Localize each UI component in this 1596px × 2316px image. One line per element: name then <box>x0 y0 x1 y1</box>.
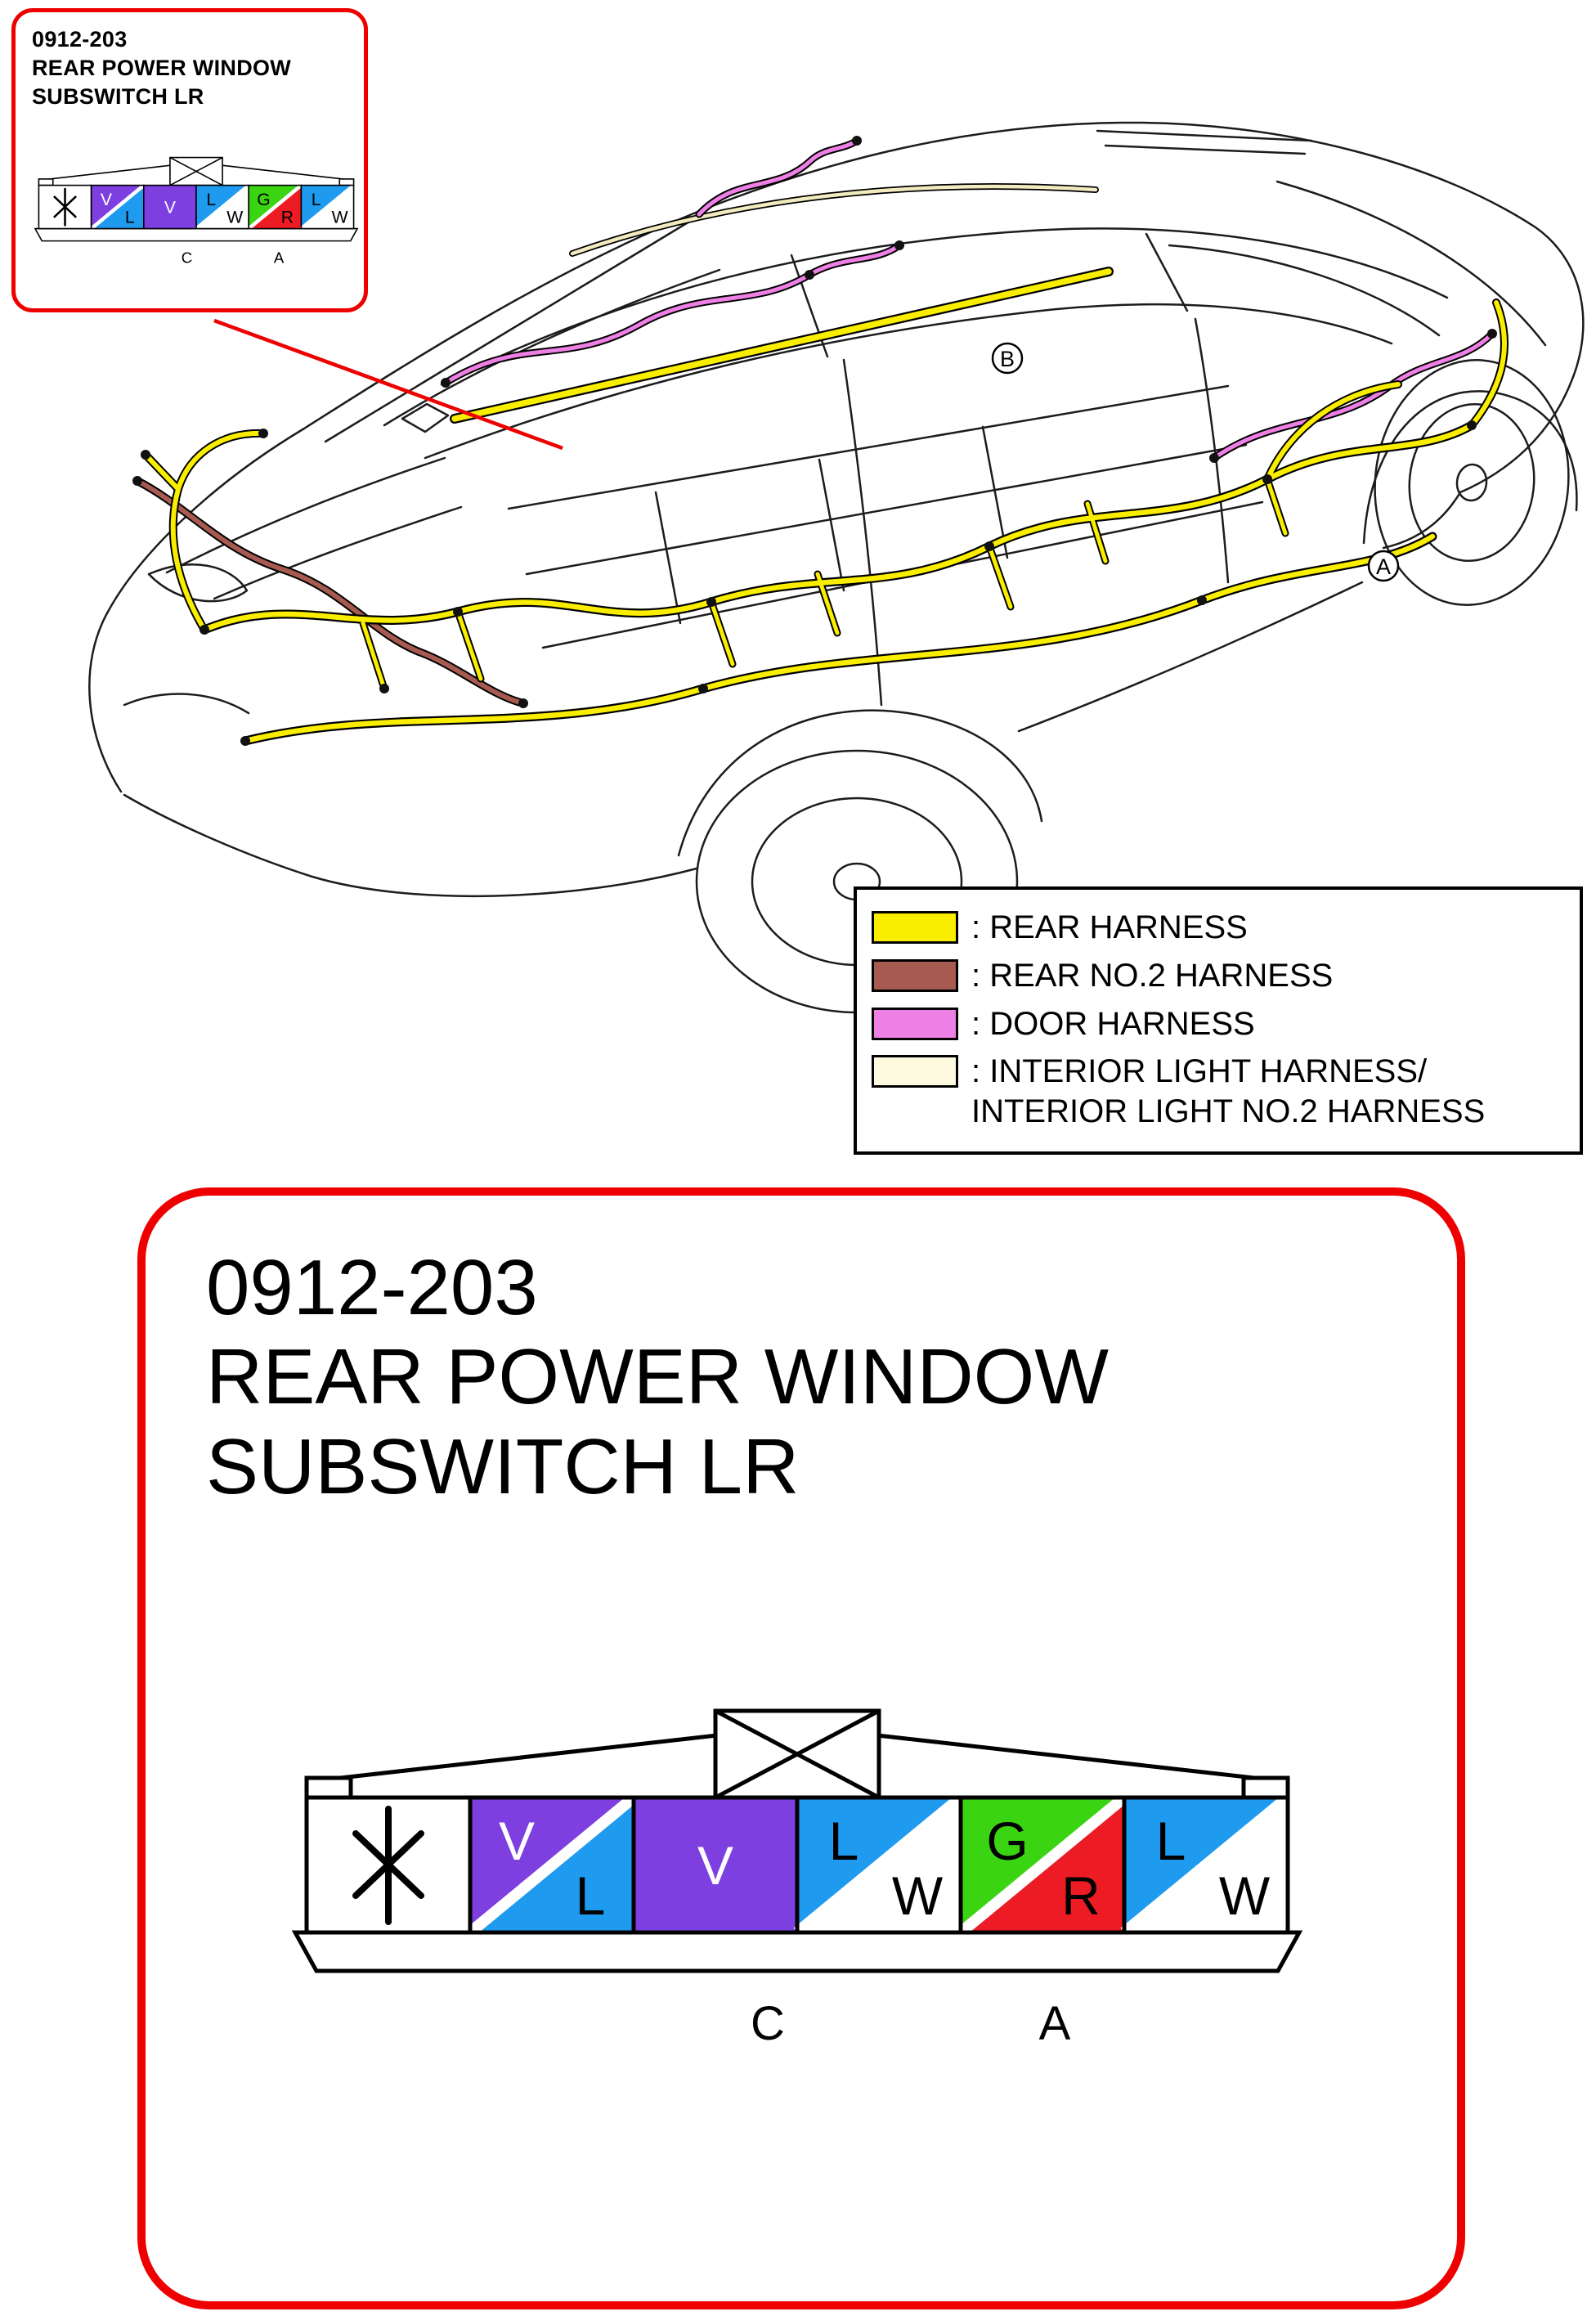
mini-title-line1: REAR POWER WINDOW <box>32 56 292 81</box>
legend-row-door-harness: : DOOR HARNESS <box>872 1004 1565 1044</box>
legend-swatch-door-harness <box>872 1007 958 1040</box>
legend-swatch-rear-no2-harness <box>872 958 958 992</box>
ref-label-b: B <box>991 342 1024 375</box>
callout-leader-line <box>213 318 563 451</box>
legend-row-interior-light-harness: : INTERIOR LIGHT HARNESS/ INTERIOR LIGHT… <box>872 1052 1565 1132</box>
detail-connector-diagram <box>290 1699 1304 2084</box>
ref-label-a-text: A <box>1376 554 1391 579</box>
detail-part-number: 0912-203 <box>206 1244 538 1331</box>
connector-dots <box>132 136 1497 746</box>
detail-title-line2: SUBSWITCH LR <box>206 1422 800 1510</box>
detail-title-line1: REAR POWER WINDOW <box>206 1333 1109 1421</box>
mini-connector-diagram <box>34 154 359 277</box>
legend-label-rear-harness: : REAR HARNESS <box>971 909 1248 945</box>
legend-row-rear-harness: : REAR HARNESS <box>872 908 1565 948</box>
mini-title-line2: SUBSWITCH LR <box>32 84 204 110</box>
legend-swatch-rear-harness <box>872 911 958 944</box>
detail-callout: 0912-203 REAR POWER WINDOW SUBSWITCH LR <box>137 1187 1465 2309</box>
interior-light-harness <box>572 186 1096 254</box>
ref-label-a: A <box>1367 550 1400 582</box>
legend-box: : REAR HARNESS : REAR NO.2 HARNESS : DOO… <box>854 886 1583 1155</box>
rear-wheel <box>1374 359 1570 606</box>
mini-part-number: 0912-203 <box>32 27 128 52</box>
rear-no2-harness <box>137 481 523 703</box>
legend-label-interior-light-harness: : INTERIOR LIGHT HARNESS/ INTERIOR LIGHT… <box>971 1053 1486 1130</box>
legend-label-door-harness: : DOOR HARNESS <box>971 1005 1255 1042</box>
legend-row-rear-no2-harness: : REAR NO.2 HARNESS <box>872 956 1565 996</box>
rear-harness <box>146 272 1504 741</box>
ref-label-b-text: B <box>1000 347 1015 371</box>
legend-label-rear-no2-harness: : REAR NO.2 HARNESS <box>971 957 1334 994</box>
legend-swatch-interior-light-harness <box>872 1055 958 1088</box>
mini-callout: 0912-203 REAR POWER WINDOW SUBSWITCH LR <box>11 8 368 312</box>
